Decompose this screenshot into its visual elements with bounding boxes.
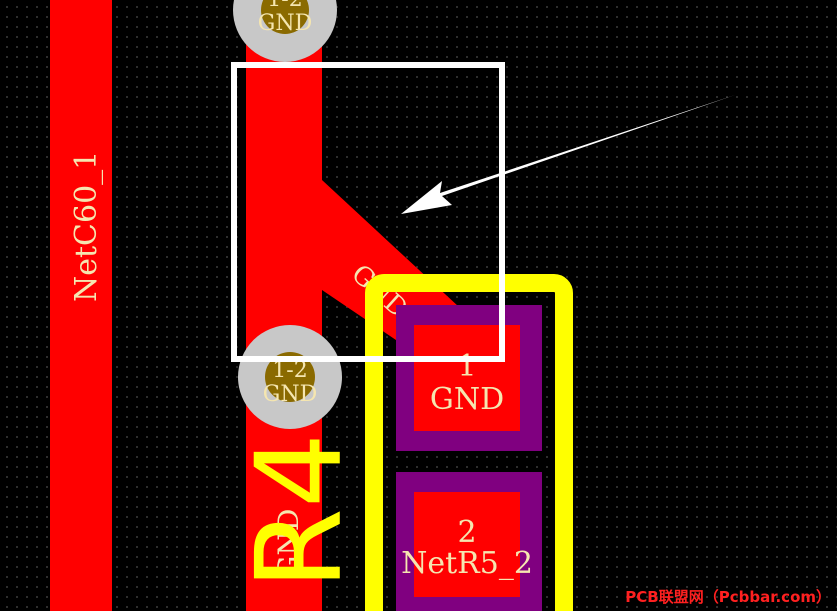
via-top-hole xyxy=(261,0,309,34)
r4-silkscreen-outline xyxy=(365,274,573,611)
via-middle-hole xyxy=(265,352,315,402)
pointer-arrow-icon xyxy=(401,95,735,214)
via-top-net: GND xyxy=(258,11,312,36)
trace-netc60-1-label: NetC60_1 xyxy=(69,151,104,302)
r4-pad-1-number: 1 xyxy=(457,349,476,384)
r4-pad-2[interactable] xyxy=(414,492,520,597)
watermark: PCB联盟网（Pcbbar.com） xyxy=(625,588,831,606)
r4-pad-2-net: NetR5_2 xyxy=(401,546,533,581)
r4-designator: R4 xyxy=(230,433,368,590)
trace-netc60-1[interactable] xyxy=(50,0,112,611)
r4-pad-2-number: 2 xyxy=(457,515,476,550)
r4-pad-1-net: GND xyxy=(430,382,504,417)
trace-gnd-vertical[interactable] xyxy=(246,0,322,611)
via-top[interactable]: 1-2 GND xyxy=(233,0,337,62)
via-middle-layer: 1-2 xyxy=(272,358,307,383)
via-middle-net: GND xyxy=(263,382,317,407)
trace-gnd-bottom-label: GND xyxy=(272,509,305,578)
via-middle[interactable]: 1-2 GND xyxy=(238,325,342,429)
via-top-layer: 1-2 xyxy=(267,0,302,12)
highlight-box xyxy=(231,62,505,362)
